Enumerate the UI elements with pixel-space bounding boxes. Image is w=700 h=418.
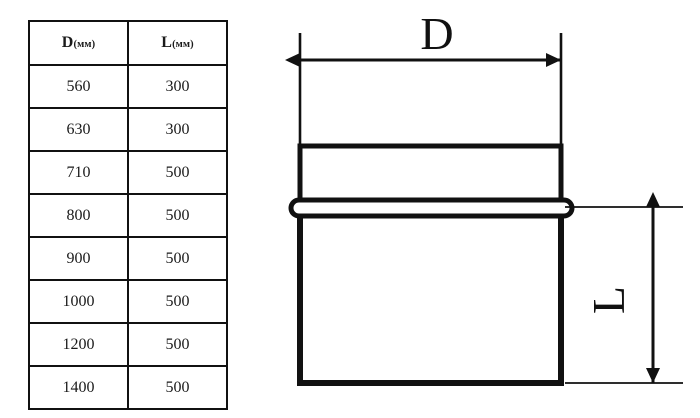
table-row: 1400 500 — [28, 365, 228, 410]
table-row: 1000 500 — [28, 279, 228, 324]
dimension-table: D(мм) L(мм) 560 300 630 300 710 500 — [28, 20, 228, 410]
table-header-row: D(мм) L(мм) — [28, 20, 228, 66]
cell-diameter: 900 — [28, 236, 129, 281]
cell-diameter: 710 — [28, 150, 129, 195]
cell-length: 500 — [127, 193, 228, 238]
column-header-diameter: D(мм) — [28, 20, 129, 66]
column-header-length: L(мм) — [127, 20, 228, 66]
table-row: 710 500 — [28, 150, 228, 195]
dimension-table-container: D(мм) L(мм) 560 300 630 300 710 500 — [28, 20, 228, 410]
cell-length: 300 — [127, 64, 228, 109]
cell-length: 500 — [127, 150, 228, 195]
cell-diameter: 630 — [28, 107, 129, 152]
cell-diameter: 1200 — [28, 322, 129, 367]
cell-diameter: 1000 — [28, 279, 129, 324]
pipe-main-body — [297, 204, 564, 386]
pipe-spigot-section — [297, 143, 564, 211]
table-row: 560 300 — [28, 64, 228, 109]
column-header-length-symbol: L — [161, 34, 173, 51]
cell-length: 500 — [127, 279, 228, 324]
dimension-label-length: L — [583, 286, 634, 314]
dimension-label-diameter: D — [420, 8, 453, 59]
column-header-diameter-unit: (мм) — [73, 39, 96, 50]
cell-diameter: 1400 — [28, 365, 129, 410]
cell-length: 500 — [127, 236, 228, 281]
table-body: 560 300 630 300 710 500 800 500 900 50 — [28, 64, 228, 410]
cell-length: 500 — [127, 365, 228, 410]
column-header-length-unit: (мм) — [172, 39, 194, 50]
table-row: 900 500 — [28, 236, 228, 281]
table-row: 1200 500 — [28, 322, 228, 367]
cell-length: 300 — [127, 107, 228, 152]
column-header-diameter-symbol: D — [61, 34, 74, 51]
pipe-sealing-ring — [288, 197, 575, 219]
cell-diameter: 800 — [28, 193, 129, 238]
cell-diameter: 560 — [28, 64, 129, 109]
table-row: 800 500 — [28, 193, 228, 238]
cell-length: 500 — [127, 322, 228, 367]
table-row: 630 300 — [28, 107, 228, 152]
table-header: D(мм) L(мм) — [28, 20, 228, 66]
